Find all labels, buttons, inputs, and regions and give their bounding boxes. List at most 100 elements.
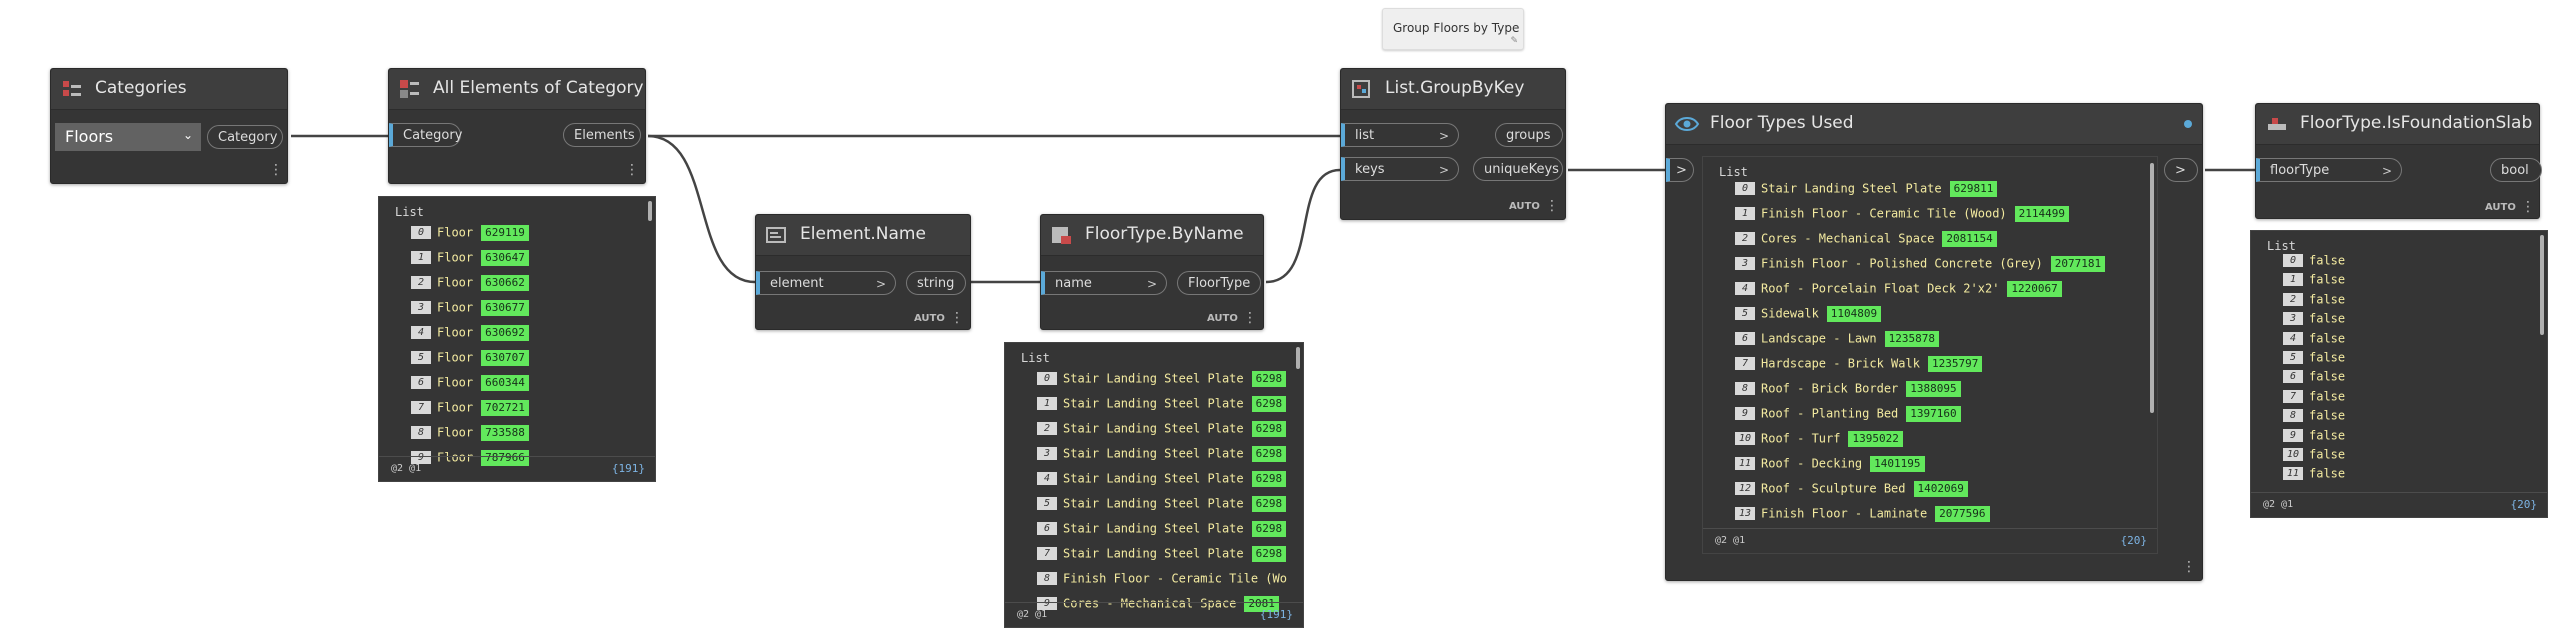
bools-preview-scrollbar[interactable] bbox=[2540, 235, 2544, 335]
element-id-badge[interactable]: 1401195 bbox=[1870, 455, 1925, 472]
unique-keys-output-label: uniqueKeys bbox=[1484, 162, 1559, 177]
floortype-input-port[interactable]: floorType > bbox=[2256, 158, 2402, 182]
group-by-key-icon bbox=[1352, 80, 1370, 98]
element-id-badge[interactable]: 2081154 bbox=[1942, 230, 1997, 247]
floor-types-used-preview-header: List bbox=[1719, 165, 1748, 179]
floortype-output-port[interactable]: FloorType bbox=[1177, 271, 1261, 295]
elements-output-port[interactable]: Elements bbox=[563, 123, 641, 147]
element-id-badge[interactable]: 1235797 bbox=[1927, 355, 1983, 372]
categories-title-bar[interactable]: Categories bbox=[51, 69, 287, 110]
element-id-badge[interactable]: 630707 bbox=[481, 349, 529, 366]
list-item-text: false bbox=[2309, 466, 2346, 481]
floors-preview-scrollbar[interactable] bbox=[648, 201, 652, 221]
unique-keys-output-port[interactable]: uniqueKeys bbox=[1473, 157, 1563, 181]
element-name-menu-icon[interactable]: ⋮ bbox=[950, 310, 964, 326]
element-id-badge[interactable]: 2114499 bbox=[2014, 205, 2069, 222]
element-id-badge[interactable]: 1388095 bbox=[1906, 380, 1961, 397]
element-id-badge[interactable]: 6298 bbox=[1251, 445, 1287, 462]
keys-input-port[interactable]: keys > bbox=[1341, 157, 1459, 181]
list-index: 11 bbox=[1735, 457, 1755, 470]
is-foundation-slab-lacing[interactable]: AUTO bbox=[2485, 202, 2516, 213]
element-id-badge[interactable]: 6298 bbox=[1251, 470, 1287, 487]
element-name-lacing[interactable]: AUTO bbox=[914, 313, 945, 324]
group-by-key-node[interactable]: List.GroupByKey list > keys > groups uni… bbox=[1340, 68, 1566, 220]
element-id-badge[interactable]: 6298 bbox=[1251, 495, 1287, 512]
floor-types-preview-scrollbar[interactable] bbox=[1296, 347, 1300, 369]
element-id-badge[interactable]: 630647 bbox=[481, 249, 529, 266]
bool-output-port[interactable]: bool bbox=[2490, 158, 2542, 182]
categories-node[interactable]: Categories Floors ⌄ Category ⋮ bbox=[50, 68, 288, 184]
groups-output-port[interactable]: groups bbox=[1495, 123, 1563, 147]
category-input-port[interactable]: Category bbox=[389, 123, 462, 147]
categories-menu-icon[interactable]: ⋮ bbox=[269, 162, 283, 178]
list-item-text: false bbox=[2309, 408, 2346, 423]
group-by-key-title-bar[interactable]: List.GroupByKey bbox=[1341, 69, 1565, 110]
group-by-key-lacing[interactable]: AUTO bbox=[1509, 201, 1540, 212]
element-input-port[interactable]: element > bbox=[756, 271, 896, 295]
floor-type-by-name-title-bar[interactable]: FloorType.ByName bbox=[1041, 215, 1263, 256]
element-id-badge[interactable]: 1395022 bbox=[1848, 430, 1903, 447]
name-input-port[interactable]: name > bbox=[1041, 271, 1167, 295]
element-id-badge[interactable]: 630662 bbox=[481, 274, 529, 291]
element-id-badge[interactable]: 2077596 bbox=[1935, 505, 1990, 522]
floor-types-used-title-bar[interactable]: Floor Types Used bbox=[1666, 104, 2202, 145]
all-elements-menu-icon[interactable]: ⋮ bbox=[625, 162, 639, 178]
floor-type-by-name-node[interactable]: FloorType.ByName name > FloorType AUTO ⋮ bbox=[1040, 214, 1264, 330]
is-foundation-slab-node[interactable]: FloorType.IsFoundationSlab floorType > b… bbox=[2255, 103, 2542, 219]
element-id-badge[interactable]: 629811 bbox=[1949, 180, 1998, 197]
element-id-badge[interactable]: 1235878 bbox=[1884, 330, 1939, 347]
category-dropdown[interactable]: Floors ⌄ bbox=[55, 123, 201, 151]
element-id-badge[interactable]: 630677 bbox=[481, 299, 529, 316]
element-id-badge[interactable]: 6298 bbox=[1251, 370, 1287, 387]
watch-input-port[interactable]: > bbox=[1666, 158, 1694, 182]
floor-types-used-preview-levels: @2 @1 bbox=[1715, 535, 1746, 546]
list-index: 3 bbox=[411, 301, 431, 314]
is-foundation-slab-title-bar[interactable]: FloorType.IsFoundationSlab bbox=[2256, 104, 2539, 145]
group-note[interactable]: Group Floors by Type ✎ bbox=[1382, 8, 1524, 50]
element-id-badge[interactable]: 6298 bbox=[1251, 420, 1287, 437]
element-id-badge[interactable]: 1220067 bbox=[2007, 280, 2062, 297]
category-output-port[interactable]: Category bbox=[207, 125, 283, 149]
element-id-badge[interactable]: 2077181 bbox=[2050, 255, 2106, 272]
element-name-node[interactable]: Element.Name element > string AUTO ⋮ bbox=[755, 214, 971, 330]
list-item-text: false bbox=[2309, 369, 2346, 384]
watch-input-label: > bbox=[1676, 163, 1687, 178]
group-by-key-menu-icon[interactable]: ⋮ bbox=[1545, 198, 1559, 214]
element-id-badge[interactable]: 2081 bbox=[1244, 595, 1279, 612]
all-elements-title: All Elements of Category bbox=[433, 78, 644, 98]
element-id-badge[interactable]: 1104809 bbox=[1826, 305, 1882, 322]
element-id-badge[interactable]: 6298 bbox=[1251, 520, 1287, 537]
element-id-badge[interactable]: 787966 bbox=[481, 449, 529, 466]
element-id-badge[interactable]: 702721 bbox=[481, 399, 529, 416]
element-id-badge[interactable]: 629119 bbox=[481, 224, 529, 241]
element-id-badge[interactable]: 1402069 bbox=[1913, 480, 1968, 497]
all-elements-title-bar[interactable]: All Elements of Category bbox=[389, 69, 645, 110]
is-foundation-slab-menu-icon[interactable]: ⋮ bbox=[2521, 199, 2535, 215]
element-id-badge[interactable]: 733588 bbox=[481, 424, 529, 441]
floor-type-by-name-lacing[interactable]: AUTO bbox=[1207, 313, 1238, 324]
watch-output-port[interactable]: > bbox=[2164, 158, 2198, 182]
floor-type-by-name-menu-icon[interactable]: ⋮ bbox=[1243, 310, 1257, 326]
floor-types-used-menu-icon[interactable]: ⋮ bbox=[2182, 559, 2196, 575]
element-name-title-bar[interactable]: Element.Name bbox=[756, 215, 970, 256]
list-index: 9 bbox=[2283, 428, 2303, 442]
floor-types-used-scrollbar[interactable] bbox=[2150, 163, 2154, 413]
element-id-badge[interactable]: 6298 bbox=[1251, 395, 1287, 412]
string-output-port[interactable]: string bbox=[906, 271, 966, 295]
element-id-badge[interactable]: 660344 bbox=[481, 374, 529, 391]
list-index: 12 bbox=[1735, 482, 1755, 495]
element-id-badge[interactable]: 630692 bbox=[481, 324, 529, 341]
element-id-badge[interactable]: 1397160 bbox=[1906, 405, 1961, 422]
list-index: 0 bbox=[1037, 372, 1057, 385]
all-elements-node[interactable]: All Elements of Category Category Elemen… bbox=[388, 68, 646, 184]
element-id-badge[interactable]: 6298 bbox=[1251, 545, 1287, 562]
list-input-port[interactable]: list > bbox=[1341, 123, 1459, 147]
